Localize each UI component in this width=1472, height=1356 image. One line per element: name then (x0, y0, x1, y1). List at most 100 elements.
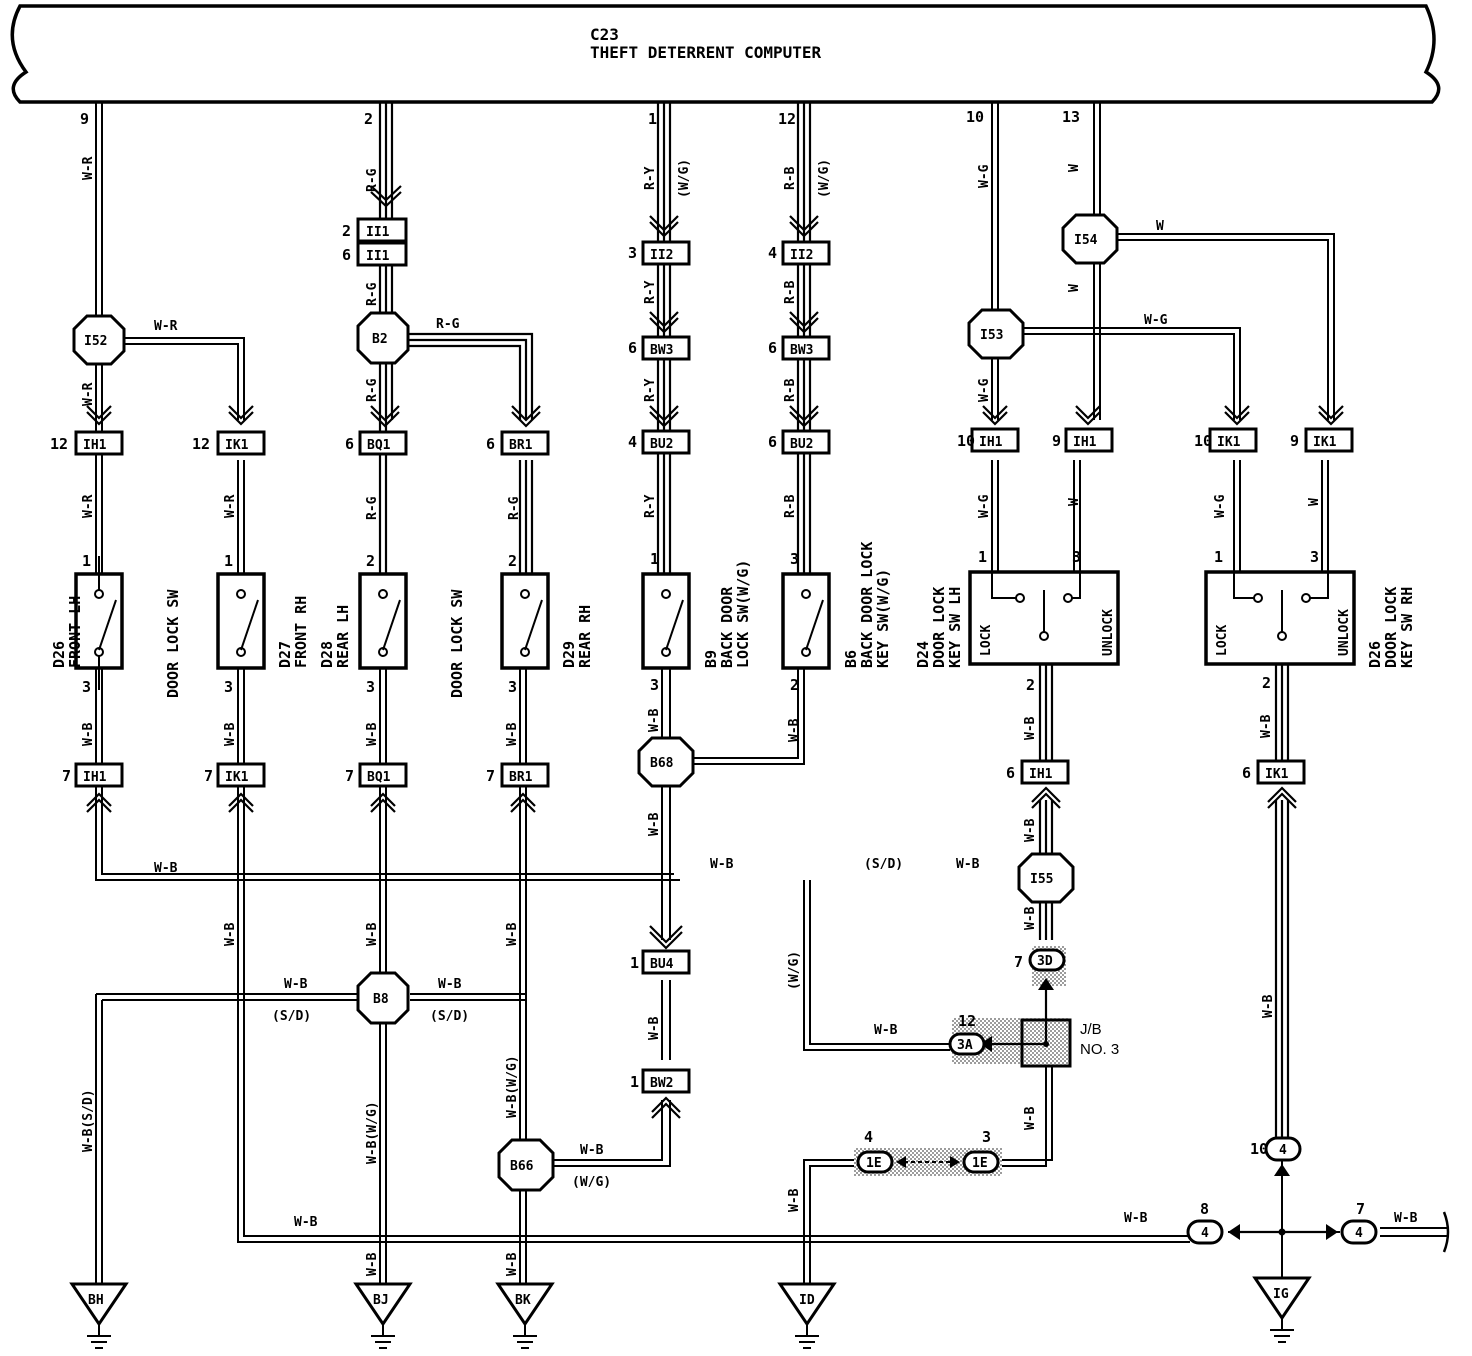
connector-4-group: 4 4 4 (1186, 1136, 1450, 1253)
connector-bw3-a: BW3 (641, 335, 691, 361)
svg-text:W-B: W-B (647, 1016, 662, 1040)
arrows (86, 185, 1344, 1119)
switch-b6-back-door-key (781, 572, 831, 670)
grounds: BH BJ BK ID (69, 1276, 1312, 1349)
switch-d26-front-lh (74, 556, 124, 690)
svg-text:B66: B66 (510, 1159, 534, 1174)
svg-text:W-B: W-B (1124, 1211, 1148, 1226)
svg-text:IK1: IK1 (1217, 435, 1241, 450)
connector-1e-3: 1E (962, 1150, 1000, 1174)
connector-1e-4: 1E (856, 1150, 894, 1174)
label-d26k-code: D26 (1366, 641, 1384, 668)
svg-text:6: 6 (628, 339, 637, 357)
svg-text:2: 2 (1262, 674, 1271, 692)
svg-text:W-B: W-B (580, 1143, 604, 1158)
svg-text:R-G: R-G (365, 168, 380, 192)
connector-3a: 3A (948, 1032, 986, 1056)
junction-i52: I52 (72, 314, 126, 366)
svg-text:BH: BH (88, 1293, 104, 1308)
svg-text:ID: ID (799, 1293, 815, 1308)
connector-ih1-7: IH1 (74, 762, 124, 788)
svg-text:4: 4 (1201, 1226, 1209, 1241)
svg-text:2: 2 (508, 552, 517, 570)
svg-text:W: W (1067, 498, 1082, 506)
svg-text:BK: BK (515, 1293, 531, 1308)
key-switch-d24: LOCK UNLOCK (968, 570, 1120, 666)
label-d28-code: D28 (318, 641, 336, 668)
svg-text:B8: B8 (373, 992, 389, 1007)
connector-3d: 3D (1028, 948, 1066, 972)
label-d27-name: FRONT RH (292, 596, 310, 668)
wire-harness (95, 102, 1448, 1290)
svg-text:3: 3 (1072, 548, 1081, 566)
svg-text:W-B: W-B (154, 861, 178, 876)
svg-text:BW3: BW3 (790, 343, 813, 358)
label-d26-code: D26 (50, 641, 68, 668)
ground-bk: BK (495, 1282, 555, 1349)
svg-text:W-G: W-G (1144, 313, 1168, 328)
svg-text:IH1: IH1 (83, 438, 107, 453)
svg-text:W-B: W-B (710, 857, 734, 872)
svg-text:W-R: W-R (154, 319, 178, 334)
svg-text:8: 8 (1200, 1200, 1209, 1218)
theft-deterrent-computer: C23 THEFT DETERRENT COMPUTER (10, 4, 1441, 104)
svg-text:3: 3 (628, 244, 637, 262)
svg-text:IH1: IH1 (1073, 435, 1097, 450)
jb-label: J/B (1080, 1021, 1102, 1038)
switch-b9-back-door (641, 572, 691, 670)
svg-text:1: 1 (630, 954, 639, 972)
svg-text:W-B: W-B (647, 708, 662, 732)
svg-text:1: 1 (978, 548, 987, 566)
ground-ig: IG (1252, 1276, 1312, 1343)
svg-text:9: 9 (1290, 432, 1299, 450)
svg-text:3: 3 (790, 550, 799, 568)
ground-id: ID (777, 1282, 837, 1349)
svg-text:R-B: R-B (783, 280, 798, 304)
svg-text:BQ1: BQ1 (367, 770, 391, 785)
svg-text:7: 7 (1356, 1200, 1365, 1218)
svg-text:4: 4 (1355, 1226, 1363, 1241)
svg-text:W-B: W-B (284, 977, 308, 992)
label-door-lock-sw-1: DOOR LOCK SW (164, 589, 182, 698)
junction-b66: B66 (497, 1138, 555, 1192)
junction-i53: I53 (967, 308, 1025, 360)
pin-numbers: 9 2 1 12 10 13 2 6 3 4 6 6 12 12 6 6 4 6… (50, 108, 1365, 1218)
svg-text:9: 9 (80, 110, 89, 128)
connector-ik1-8: IK1 (1304, 427, 1354, 453)
svg-text:BQ1: BQ1 (367, 438, 391, 453)
label-d26k-line1: DOOR LOCK (1382, 587, 1400, 668)
svg-text:R-G: R-G (365, 378, 380, 402)
svg-text:13: 13 (1062, 108, 1080, 126)
svg-text:BR1: BR1 (509, 770, 533, 785)
svg-text:1: 1 (650, 550, 659, 568)
ground-bh: BH (69, 1282, 129, 1349)
svg-text:R-B: R-B (783, 494, 798, 518)
svg-text:IG: IG (1273, 1287, 1289, 1302)
svg-text:W-B: W-B (505, 1252, 520, 1276)
svg-text:2: 2 (366, 552, 375, 570)
connector-ih1-6: IH1 (1020, 759, 1070, 785)
wire-color-labels-horizontal: W-R R-G W W-G W-B W-B (S/D) W-B W-B (S/D… (154, 219, 1418, 1230)
svg-text:W-G: W-G (1213, 494, 1228, 518)
svg-text:W-B: W-B (787, 1188, 802, 1212)
svg-text:6: 6 (1242, 764, 1251, 782)
svg-text:W-B(S/D): W-B(S/D) (81, 1089, 96, 1152)
connector-ii2-b: II2 (781, 240, 831, 266)
svg-text:II1: II1 (366, 225, 390, 240)
component-labels: D26 FRONT LH DOOR LOCK SW D27 FRONT RH D… (50, 542, 1416, 698)
label-d24-line1: DOOR LOCK (930, 587, 948, 668)
svg-text:7: 7 (486, 767, 495, 785)
junction-i54: I54 (1061, 213, 1119, 265)
svg-text:W-B: W-B (365, 722, 380, 746)
svg-text:12: 12 (778, 110, 796, 128)
connector-4-pin9: 4 (1264, 1136, 1302, 1162)
svg-text:W-B: W-B (223, 722, 238, 746)
svg-text:W-B: W-B (505, 722, 520, 746)
connector-1e-pair: 1E 1E (854, 1148, 1002, 1176)
svg-text:4: 4 (1279, 1143, 1287, 1158)
svg-text:1: 1 (648, 110, 657, 128)
label-d26k-line2: KEY SW RH (1398, 587, 1416, 668)
svg-text:BW2: BW2 (650, 1076, 673, 1091)
svg-text:(S/D): (S/D) (272, 1009, 311, 1024)
